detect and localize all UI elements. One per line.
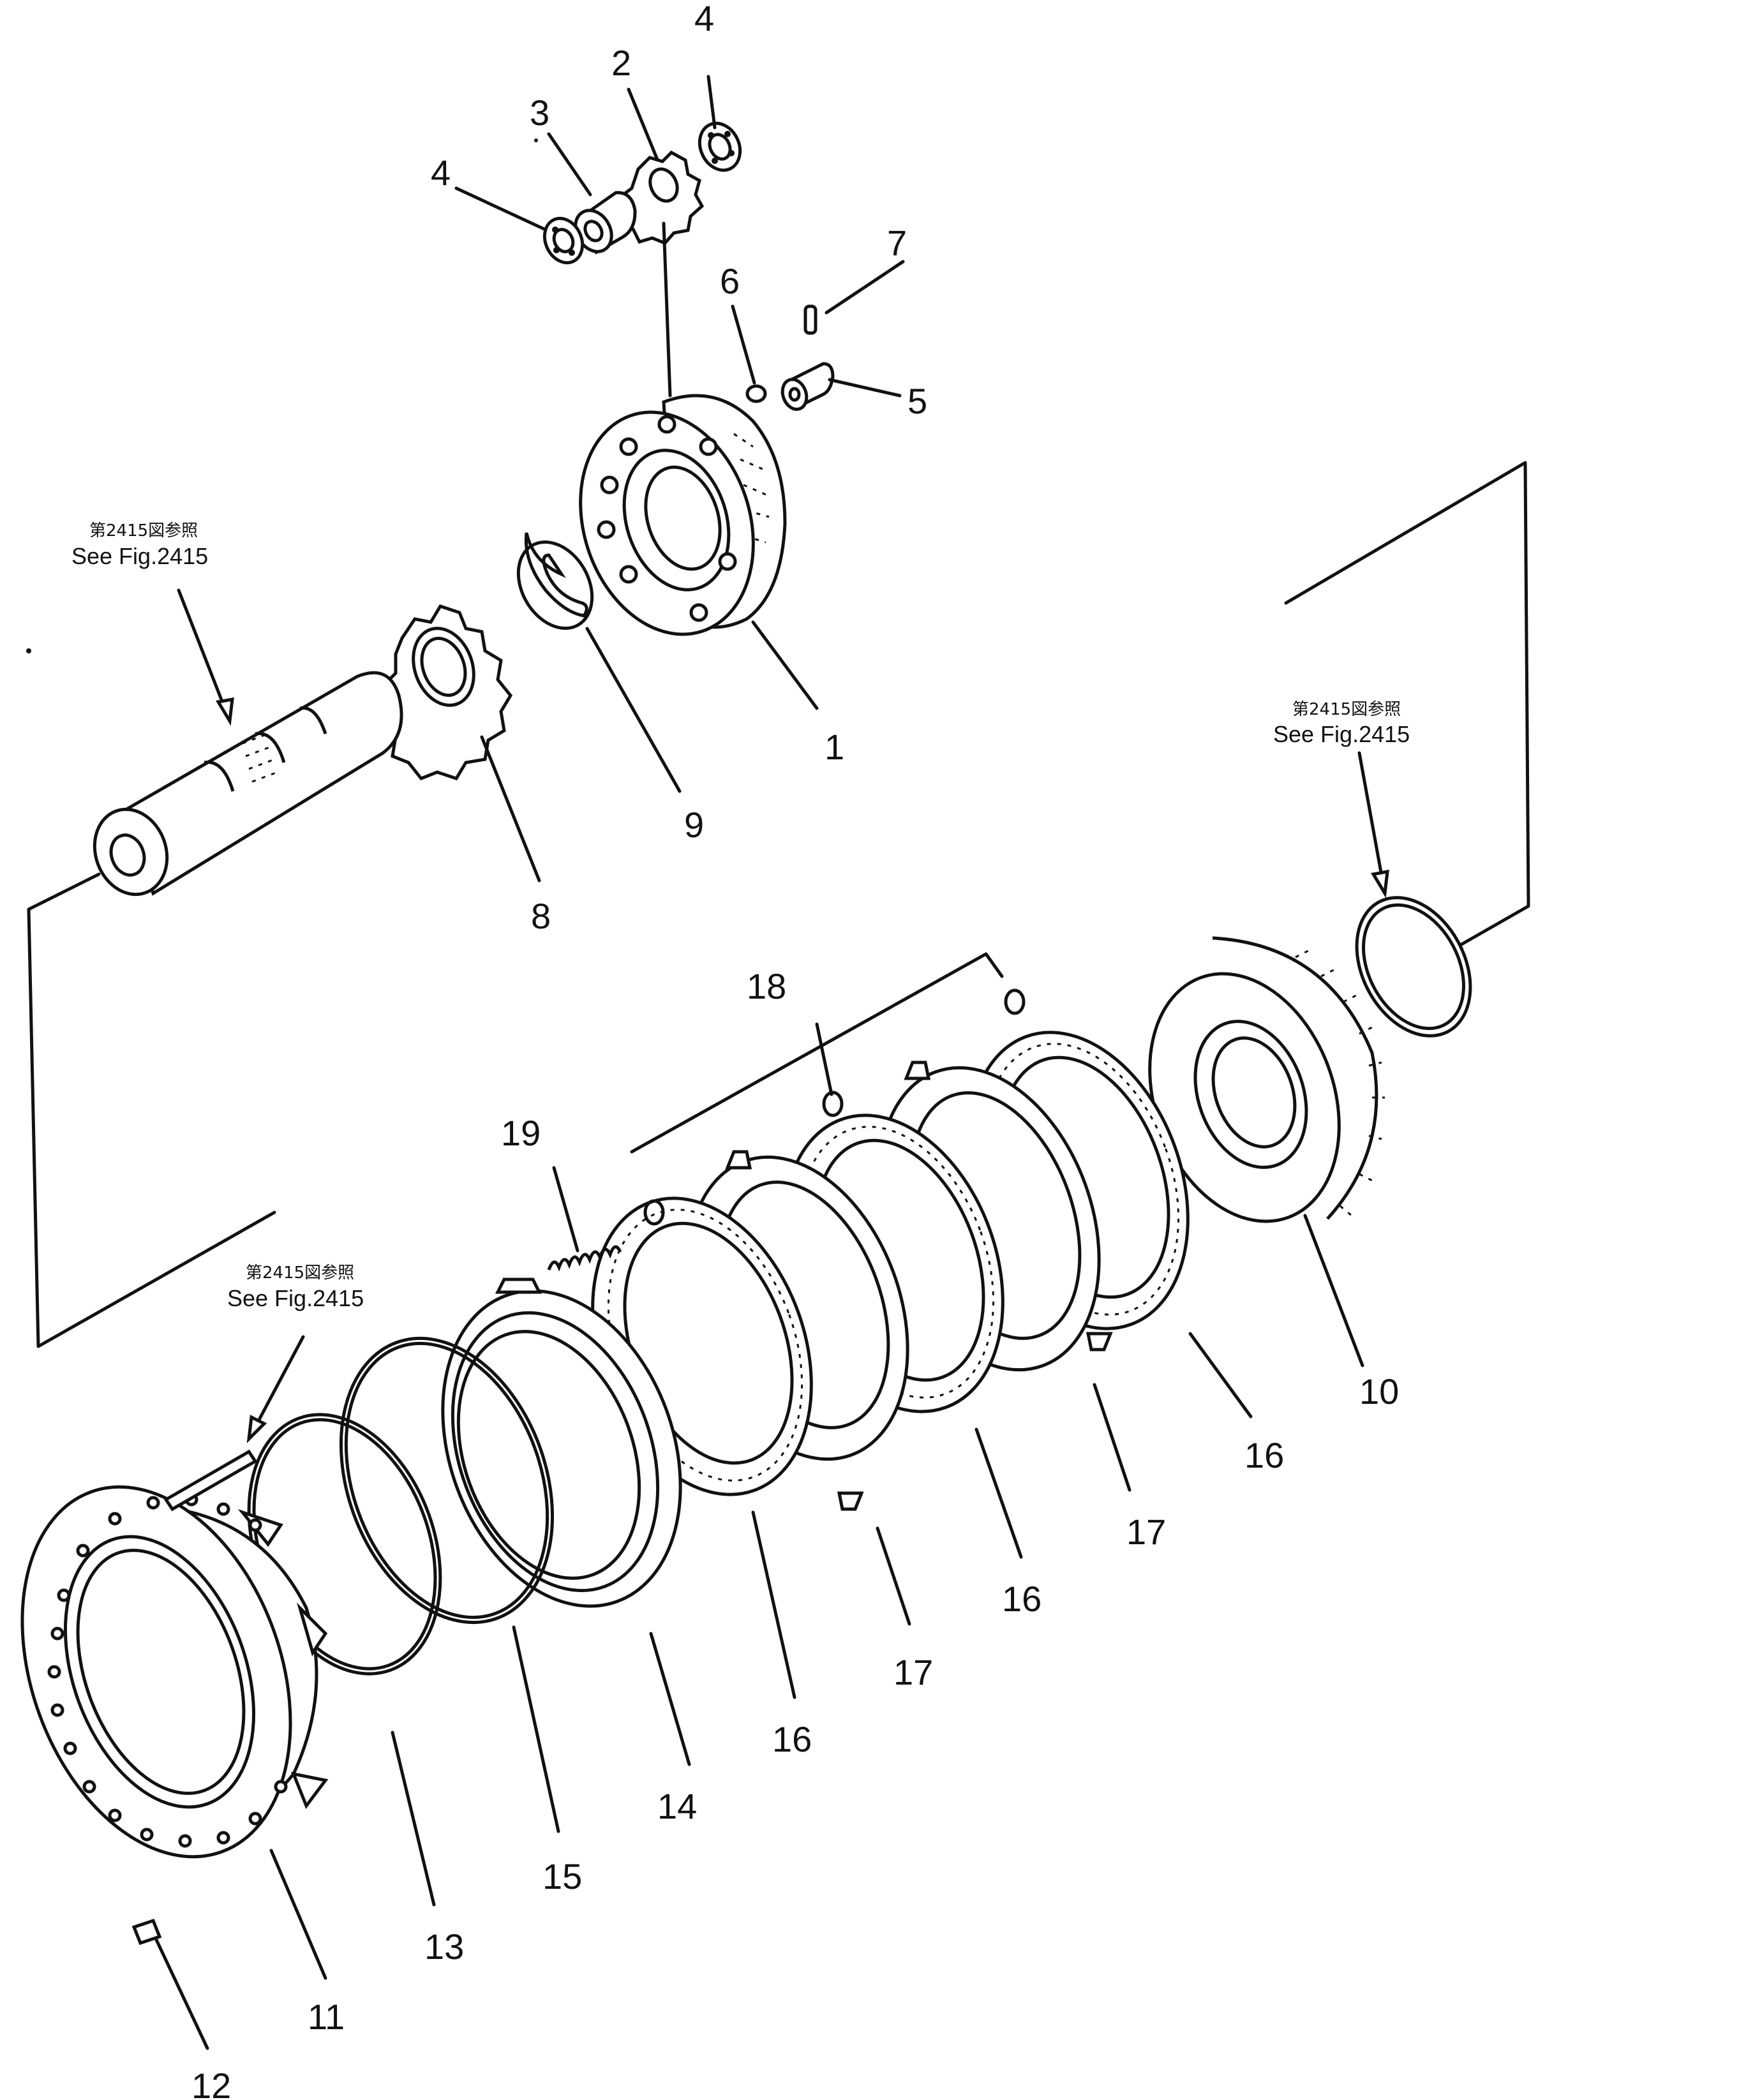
reference-jp-left: 第2415図参照	[89, 521, 198, 540]
callout-3: 3	[530, 93, 549, 133]
bearing-4-left	[542, 216, 585, 265]
callout-1: 1	[825, 727, 844, 767]
housing-bolt-holes	[47, 1493, 288, 1848]
callout-2: 2	[611, 43, 631, 83]
plug-6	[745, 384, 767, 403]
seal-ring-15	[339, 1336, 555, 1625]
callout-7: 7	[887, 223, 907, 263]
reference-jp-bottom: 第2415図参照	[246, 1263, 354, 1283]
callout-12: 12	[191, 2066, 231, 2100]
piston-14	[441, 1277, 682, 1608]
callout-16-right: 16	[1244, 1435, 1284, 1475]
callout-17-left: 17	[893, 1652, 933, 1692]
callout-17-right: 17	[1126, 1512, 1166, 1552]
bearing-3	[574, 191, 637, 255]
callout-13: 13	[424, 1926, 464, 1967]
reference-en-right: See Fig.2415	[1273, 721, 1410, 747]
callout-18: 18	[747, 966, 786, 1006]
spring-19	[547, 1245, 622, 1272]
callout-6: 6	[720, 261, 740, 301]
callout-5: 5	[907, 381, 927, 421]
pin-rod-top	[163, 1449, 258, 1512]
callout-16-left: 16	[772, 1719, 812, 1759]
shaft-5	[780, 362, 835, 411]
pin-7	[803, 304, 818, 335]
pin-12	[131, 1918, 162, 1946]
planet-carrier-1	[579, 394, 787, 636]
gear-8	[381, 604, 513, 781]
bearing-4-top	[698, 121, 742, 172]
reference-jp-right: 第2415図参照	[1292, 700, 1401, 719]
snap-ring-9	[516, 532, 594, 630]
reference-en-left: See Fig.2415	[71, 543, 208, 569]
callout-9: 9	[684, 805, 704, 845]
callout-4-top: 4	[694, 0, 714, 38]
input-shaft	[93, 671, 403, 897]
ring-gear-10	[1148, 936, 1385, 1223]
callout-16-middle: 16	[1002, 1579, 1042, 1619]
callout-4-left: 4	[431, 153, 451, 193]
reference-en-bottom: See Fig.2415	[227, 1285, 364, 1311]
snap-ring-10	[1355, 896, 1472, 1038]
leader-lines	[27, 75, 1530, 2050]
retainer-rings-18	[643, 988, 1026, 1226]
callout-11: 11	[308, 1997, 345, 2037]
callout-19: 19	[501, 1113, 541, 1153]
gear-2	[619, 150, 705, 245]
callout-15: 15	[542, 1856, 582, 1896]
callout-10: 10	[1359, 1371, 1399, 1411]
callout-8: 8	[531, 896, 551, 936]
callout-14: 14	[657, 1786, 697, 1826]
housing-11	[20, 1485, 329, 1859]
